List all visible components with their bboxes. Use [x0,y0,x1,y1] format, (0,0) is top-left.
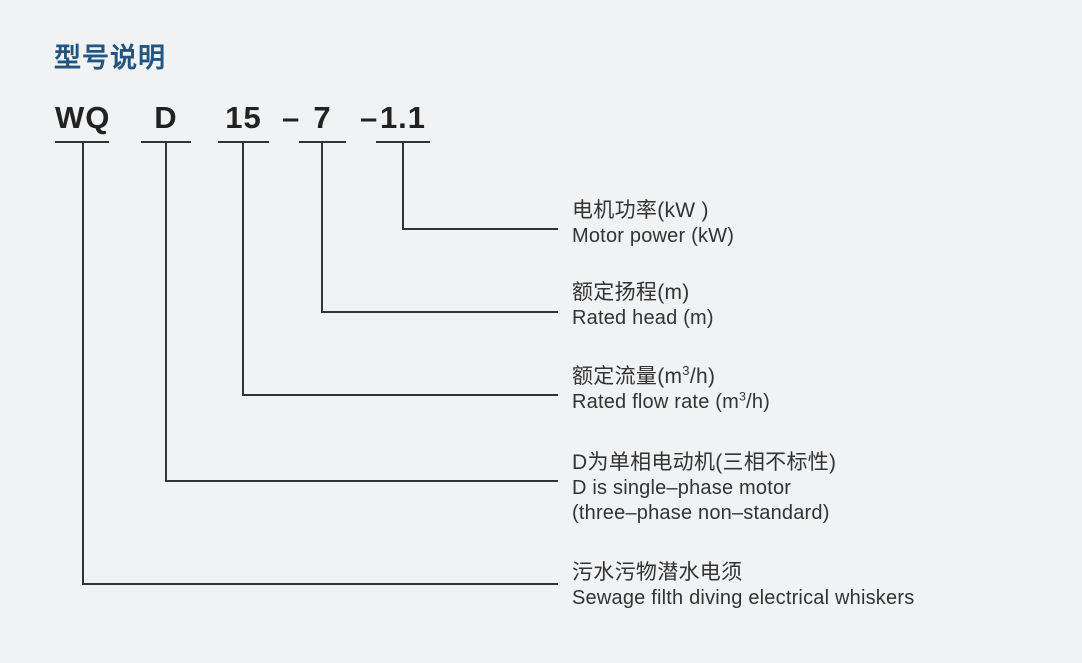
leader-rated-flow [241,142,558,397]
code-separator-2: – [360,100,378,135]
callout-rated-head-en: Rated head (m) [572,307,714,329]
leader-motor-power [401,142,558,231]
page-title: 型号说明 [54,43,166,73]
callout-rated-flow-rate-en-after: /h) [746,391,771,413]
callout-motor-power: 电机功率(kW ) Motor power (kW) [572,198,734,249]
callout-single-phase-motor-cn: D为单相电动机(三相不标性) [572,451,837,474]
callout-single-phase-motor-en-line2: (three–phase non–standard) [572,502,830,524]
callout-rated-flow-rate-cn-sup: 3 [682,363,690,378]
callout-single-phase-motor: D为单相电动机(三相不标性) D is single–phase motor (… [572,450,836,526]
code-segment-wq: WQ [55,100,111,135]
callout-rated-flow-rate-en-before: Rated flow rate (m [572,391,739,413]
code-segment-power: 1.1 [379,100,427,135]
callout-sewage-pump: 污水污物潜水电须 Sewage filth diving electrical … [572,560,914,611]
leader-rated-head [320,142,558,314]
callout-rated-flow-rate: 额定流量(m3/h) Rated flow rate (m3/h) [572,364,770,415]
leader-sewage-pump [81,142,558,586]
callout-motor-power-en: Motor power (kW) [572,225,735,247]
callout-motor-power-cn: 电机功率(kW ) [572,199,709,222]
code-segment-flow: 15 [225,100,262,135]
code-segment-head: 7 [313,100,332,135]
callout-sewage-pump-en: Sewage filth diving electrical whiskers [572,587,915,609]
callout-sewage-pump-cn: 污水污物潜水电须 [572,561,743,584]
leader-single-phase-motor [164,142,558,483]
callout-rated-head-cn: 额定扬程(m) [572,281,690,304]
callout-single-phase-motor-en-line1: D is single–phase motor [572,477,792,499]
callout-rated-head: 额定扬程(m) Rated head (m) [572,280,714,331]
code-segment-d: D [154,100,178,135]
callout-rated-flow-rate-cn-after: /h) [689,365,716,388]
code-separator-1: – [282,100,300,135]
callout-rated-flow-rate-en: Rated flow rate (m3/h) [572,390,770,415]
callout-rated-flow-rate-cn-before: 额定流量(m [572,365,683,388]
callout-rated-flow-rate-en-sup: 3 [739,389,747,404]
callout-rated-flow-rate-cn: 额定流量(m3/h) [572,364,770,390]
